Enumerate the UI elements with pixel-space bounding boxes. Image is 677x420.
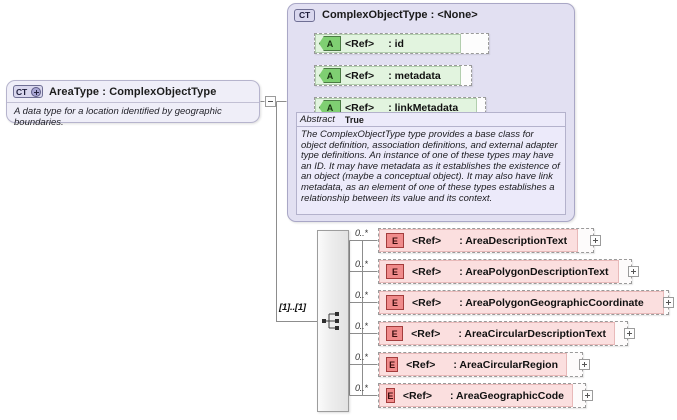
element-ref: <Ref> [412,234,442,247]
element-ref: <Ref> [402,389,433,402]
element-icon: E [386,357,399,372]
complexobjecttype-box[interactable]: CT ComplexObjectType : <None> A <Ref> : … [287,3,575,222]
element-icon: E [386,326,404,341]
areatype-type-box[interactable]: CT AreaType : ComplexObjectType A data t… [6,80,260,128]
attribute-ref: <Ref> [345,69,375,82]
attribute-row[interactable]: A <Ref> : metadata [314,65,472,86]
collapse-toggle-minus[interactable] [265,96,276,107]
expand-toggle-plus[interactable] [582,390,593,401]
expand-toggle-plus[interactable] [579,359,590,370]
attribute-list: A <Ref> : id A <Ref> : metadata A <Ref> … [288,26,574,118]
element-row[interactable]: E <Ref> : AreaPolygonGeographicCoordinat… [378,290,669,315]
element-body: E <Ref> : AreaPolygonGeographicCoordinat… [379,291,664,314]
element-cardinality: 0..* [355,321,368,331]
attribute-name: : metadata [388,69,441,82]
element-name: : AreaCircularDescriptionText [458,327,606,340]
sequence-icon [322,312,339,330]
ct-icon-label: CT [16,86,27,97]
abstract-property-row: Abstract True [297,113,565,127]
sequence-cardinality: [1]..[1] [279,302,306,313]
element-body: E <Ref> : AreaPolygonDescriptionText [379,260,619,283]
element-body: E <Ref> : AreaDescriptionText [379,229,578,252]
element-name: : AreaDescriptionText [459,234,568,247]
abstract-value: True [344,114,364,125]
complexobjecttype-title: ComplexObjectType : <None> [322,9,478,21]
element-row[interactable]: E <Ref> : AreaGeographicCode [378,383,586,408]
complexobjecttype-documentation: The ComplexObjectType type provides a ba… [301,129,560,204]
areatype-documentation: A data type for a location identified by… [14,106,222,128]
plus-icon[interactable] [31,87,41,97]
attribute-body: A <Ref> : id [315,34,461,53]
element-row[interactable]: E <Ref> : AreaCircularDescriptionText [378,321,628,346]
attribute-ref: <Ref> [345,101,375,114]
attribute-ref: <Ref> [345,37,375,50]
areatype-title: AreaType : ComplexObjectType [49,85,217,98]
attribute-icon: A [319,36,341,51]
element-icon: E [386,388,395,403]
element-name: : AreaPolygonDescriptionText [459,265,609,278]
attribute-name: : id [388,37,404,50]
element-ref: <Ref> [412,296,442,309]
element-icon: E [386,264,404,279]
complexobjecttype-header: CT ComplexObjectType : <None> [288,4,574,26]
element-cardinality: 0..* [355,259,368,269]
element-cardinality: 0..* [355,352,368,362]
complextype-expand-icon[interactable]: CT [13,85,43,98]
expand-toggle-plus[interactable] [624,328,635,339]
expand-toggle-plus[interactable] [663,297,674,308]
element-name: : AreaPolygonGeographicCoordinate [459,296,644,309]
element-ref: <Ref> [411,327,441,340]
element-cardinality: 0..* [355,383,368,393]
element-name: : AreaCircularRegion [453,358,558,371]
complexobjecttype-details: Abstract True The ComplexObjectType type… [296,112,566,215]
element-body: E <Ref> : AreaGeographicCode [379,384,573,407]
element-row[interactable]: E <Ref> : AreaDescriptionText [378,228,594,253]
element-icon: E [386,295,404,310]
element-row[interactable]: E <Ref> : AreaCircularRegion [378,352,583,377]
complextype-icon: CT [294,8,315,22]
attribute-row[interactable]: A <Ref> : id [314,33,489,54]
element-ref: <Ref> [406,358,436,371]
element-ref: <Ref> [412,265,442,278]
element-cardinality: 0..* [355,228,368,238]
element-cardinality: 0..* [355,290,368,300]
expand-toggle-plus[interactable] [628,266,639,277]
element-name: : AreaGeographicCode [450,389,564,402]
expand-toggle-plus[interactable] [590,235,601,246]
element-body: E <Ref> : AreaCircularDescriptionText [379,322,615,345]
element-body: E <Ref> : AreaCircularRegion [379,353,567,376]
attribute-name: : linkMetadata [388,101,459,114]
abstract-label: Abstract [300,114,335,125]
attribute-body: A <Ref> : metadata [315,66,461,85]
areatype-header: CT AreaType : ComplexObjectType [7,81,259,103]
element-row[interactable]: E <Ref> : AreaPolygonDescriptionText [378,259,632,284]
attribute-icon: A [319,68,341,83]
ct-icon-label: CT [299,10,310,20]
element-icon: E [386,233,404,248]
